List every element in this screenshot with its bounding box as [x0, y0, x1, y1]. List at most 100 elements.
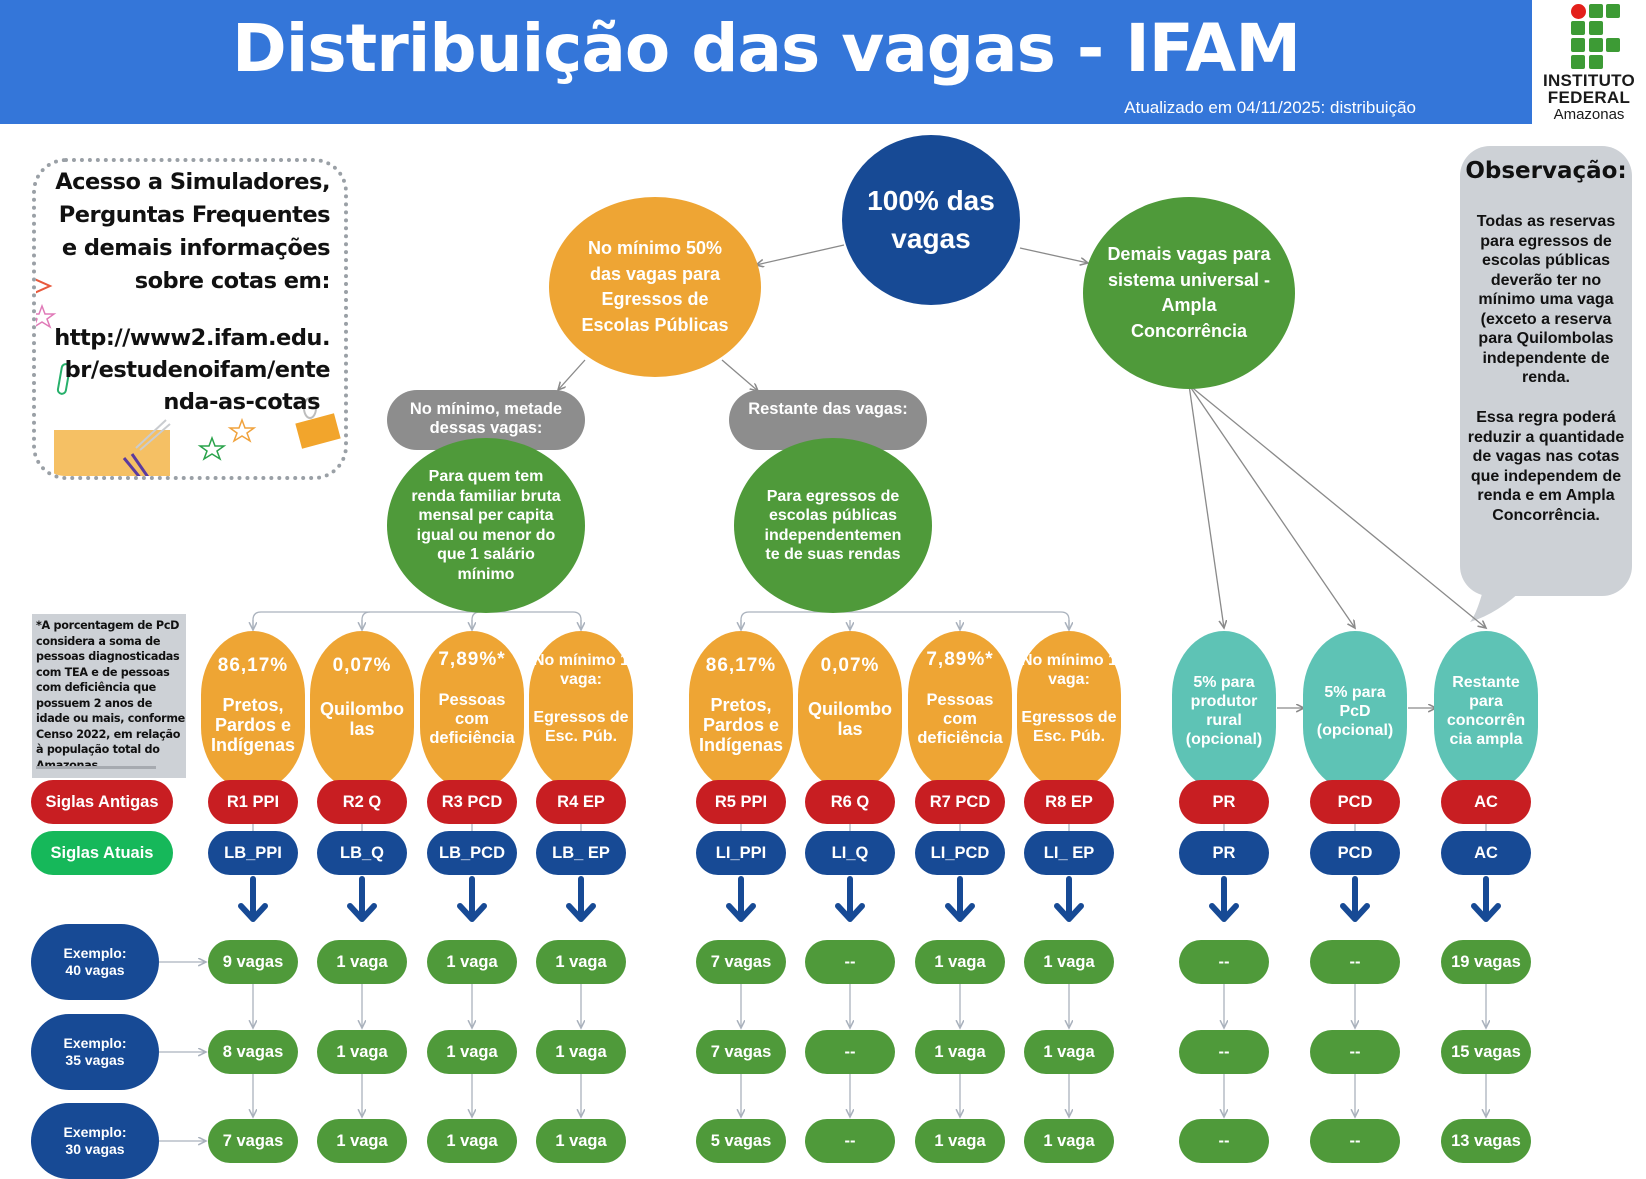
example-total-label: Exemplo: 30 vagas: [31, 1103, 159, 1179]
any-income-node: Para egressos de escolas públicas indepe…: [734, 438, 932, 613]
old-code-badge: PCD: [1310, 780, 1400, 824]
example-value: --: [1179, 1119, 1269, 1163]
old-code-badge: PR: [1179, 780, 1269, 824]
public-schools-label: No mínimo 50% das vagas para Egressos de…: [581, 238, 729, 335]
signature-line: [36, 766, 156, 769]
legend-old-label: Siglas Antigas: [45, 792, 159, 811]
logo-square-icon: [1589, 38, 1603, 52]
example-value: --: [1179, 940, 1269, 984]
example-value: --: [805, 1030, 895, 1074]
info-box: Acesso a Simuladores, Perguntas Frequent…: [32, 158, 348, 480]
logo-square-icon: [1571, 55, 1585, 69]
category-node: 7,89%*Pessoas com deficiência: [908, 631, 1012, 791]
old-code-badge: AC: [1441, 780, 1531, 824]
category-percentage: 0,07%: [332, 655, 392, 676]
category-node: 0,07% Quilombo las: [310, 631, 414, 791]
category-node: No mínimo 1 vaga: Egressos de Esc. Púb.: [1017, 631, 1121, 791]
down-arrow-icon: [347, 876, 377, 922]
down-arrow-icon: [1054, 876, 1084, 922]
url-line[interactable]: http://www2.ifam.edu.: [54, 325, 330, 351]
category-node: 86,17%Pretos, Pardos e Indígenas: [201, 631, 305, 791]
public-schools-node: No mínimo 50% das vagas para Egressos de…: [549, 197, 761, 377]
category-node: 7,89%*Pessoas com deficiência: [420, 631, 524, 791]
category-label: 5% para PcD (opcional): [1316, 683, 1394, 739]
new-code-badge: LI_Q: [805, 831, 895, 875]
example-value: 1 vaga: [1024, 1030, 1114, 1074]
category-node: No mínimo 1 vaga:Egressos de Esc. Púb.: [529, 631, 633, 791]
observation-bubble: [1460, 146, 1632, 596]
new-code-badge: LB_PPI: [208, 831, 298, 875]
example-value: 1 vaga: [427, 1119, 517, 1163]
new-code-badge: LI_ EP: [1024, 831, 1114, 875]
logo-square-icon: [1571, 38, 1585, 52]
root-node: 100% das vagas: [842, 135, 1020, 305]
category-label: Restante para concorrên cia ampla: [1446, 674, 1526, 748]
observation-title: Observação:: [1465, 158, 1627, 184]
logo-square-icon: [1589, 4, 1603, 18]
logo-square-icon: [1589, 55, 1603, 69]
down-arrow-icon: [457, 876, 487, 922]
info-line: Perguntas Frequentes: [58, 202, 331, 228]
example-value: 1 vaga: [427, 1030, 517, 1074]
example-value: 1 vaga: [536, 1119, 626, 1163]
url-line[interactable]: nda-as-cotas: [163, 389, 320, 415]
down-arrow-icon: [566, 876, 596, 922]
universal-node: Demais vagas para sistema universal - Am…: [1083, 197, 1295, 389]
page-title: Distribuição das vagas - IFAM: [231, 10, 1301, 87]
new-code-badge: LB_PCD: [427, 831, 517, 875]
example-value: --: [1310, 940, 1400, 984]
example-value: 1 vaga: [1024, 1119, 1114, 1163]
new-code-badge: LB_ EP: [536, 831, 626, 875]
logo-square-icon: [1571, 21, 1585, 35]
category-node: 86,17% Pretos, Pardos e Indígenas: [689, 631, 793, 791]
example-value: 13 vagas: [1441, 1119, 1531, 1163]
new-code-badge: AC: [1441, 831, 1531, 875]
new-code-badge: PCD: [1310, 831, 1400, 875]
logo-line-1: INSTITUTO: [1542, 71, 1636, 90]
category-percentage: 7,89%*: [438, 649, 506, 670]
category-label: Pretos, Pardos e Indígenas: [698, 695, 783, 755]
universal-label: Demais vagas para sistema universal - Am…: [1107, 244, 1271, 341]
example-value: 1 vaga: [317, 1030, 407, 1074]
logo-square-icon: [1589, 21, 1603, 35]
category-node: 0,07%Quilombo las: [798, 631, 902, 791]
old-code-badge: R7 PCD: [915, 780, 1005, 824]
logo-square-icon: [1606, 38, 1620, 52]
example-value: --: [1179, 1030, 1269, 1074]
info-line: sobre cotas em:: [134, 268, 331, 294]
info-heading: Acesso a Simuladores, Perguntas Frequent…: [40, 166, 330, 298]
logo-line-2: FEDERAL: [1547, 88, 1631, 107]
low-income-node: Para quem tem renda familiar bruta mensa…: [387, 438, 585, 613]
down-arrow-icon: [726, 876, 756, 922]
legend-old-codes: Siglas Antigas: [31, 780, 173, 824]
down-arrow-icon: [238, 876, 268, 922]
example-value: 15 vagas: [1441, 1030, 1531, 1074]
example-value: 1 vaga: [317, 940, 407, 984]
new-code-badge: LI_PCD: [915, 831, 1005, 875]
example-value: 1 vaga: [1024, 940, 1114, 984]
old-code-badge: R6 Q: [805, 780, 895, 824]
example-value: 1 vaga: [536, 940, 626, 984]
url-line[interactable]: br/estudenoifam/ente: [64, 357, 331, 383]
category-node: Restante para concorrên cia ampla: [1434, 631, 1538, 791]
category-percentage: 7,89%*: [926, 649, 994, 670]
category-label: Egressos de Esc. Púb.: [1021, 709, 1117, 745]
old-code-badge: R1 PPI: [208, 780, 298, 824]
example-value: 1 vaga: [317, 1119, 407, 1163]
example-value: 1 vaga: [427, 940, 517, 984]
logo-dot-icon: [1571, 4, 1586, 19]
old-code-badge: R8 EP: [1024, 780, 1114, 824]
legend-new-codes: Siglas Atuais: [31, 831, 173, 875]
logo-line-3: Amazonas: [1553, 106, 1625, 123]
category-percentage: No mínimo 1 vaga:: [1020, 652, 1117, 688]
info-url-link[interactable]: http://www2.ifam.edu. br/estudenoifam/en…: [40, 322, 330, 418]
logo-square-icon: [1606, 4, 1620, 18]
down-arrow-icon: [1340, 876, 1370, 922]
category-percentage: 86,17%: [705, 655, 777, 676]
example-value: 7 vagas: [696, 940, 786, 984]
category-percentage: No mínimo 1 vaga:: [532, 652, 629, 688]
info-line: Acesso a Simuladores,: [55, 169, 330, 195]
old-code-badge: R2 Q: [317, 780, 407, 824]
new-code-badge: PR: [1179, 831, 1269, 875]
category-label: Quilombo las: [320, 699, 404, 739]
